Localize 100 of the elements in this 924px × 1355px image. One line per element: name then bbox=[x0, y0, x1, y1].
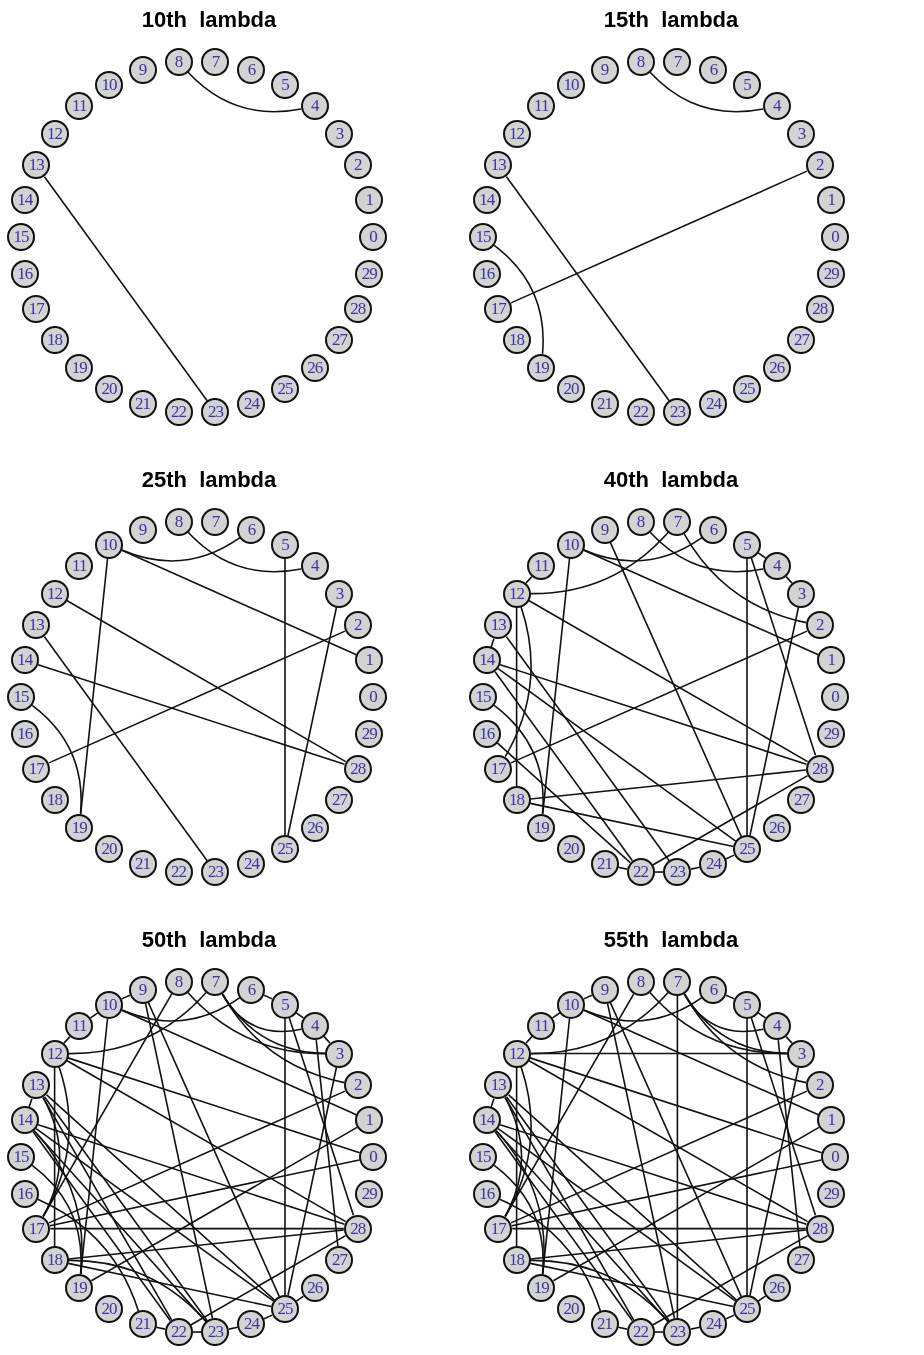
vertex-circle: 21 bbox=[590, 850, 619, 879]
vertex-circle: 7 bbox=[201, 967, 230, 996]
vertex-circle: 10 bbox=[557, 70, 585, 99]
vertex-circle: 6 bbox=[699, 55, 728, 84]
vertex-circle: 27 bbox=[325, 1246, 354, 1275]
edge-line bbox=[529, 1052, 789, 1055]
vertex-circle: 23 bbox=[201, 858, 230, 887]
vertex-circle: 3 bbox=[325, 119, 354, 148]
vertex-circle: 9 bbox=[128, 975, 157, 1004]
edge-line bbox=[750, 1017, 817, 1217]
vertex-circle: 15 bbox=[469, 223, 497, 251]
edge-line bbox=[155, 1326, 166, 1330]
vertex-circle: 4 bbox=[762, 1012, 791, 1041]
vertex-circle: 3 bbox=[325, 1039, 354, 1068]
edge-line bbox=[649, 531, 764, 573]
vertex-circle: 19 bbox=[527, 1273, 556, 1302]
edge-line bbox=[609, 1001, 743, 1298]
vertex-circle: 10 bbox=[557, 990, 585, 1019]
vertex-circle: 3 bbox=[787, 1039, 816, 1068]
panel-title: 10th lambda bbox=[141, 7, 277, 33]
vertex-circle: 13 bbox=[484, 151, 513, 180]
edge-line bbox=[67, 1259, 207, 1323]
vertex-circle: 8 bbox=[164, 47, 193, 76]
edge-line bbox=[67, 991, 207, 1055]
panel-title: 50th lambda bbox=[141, 927, 277, 953]
vertex-circle: 5 bbox=[733, 530, 761, 559]
vertex-circle: 1 bbox=[355, 646, 384, 675]
vertex-circle: 22 bbox=[164, 398, 193, 427]
vertex-circle: 9 bbox=[590, 975, 619, 1004]
vertex-circle: 6 bbox=[699, 975, 728, 1004]
vertex-circle: 12 bbox=[40, 119, 69, 148]
vertex-circle: 17 bbox=[484, 1214, 513, 1243]
vertex-circle: 18 bbox=[502, 1246, 531, 1275]
edge-line bbox=[552, 1126, 820, 1282]
edge-line bbox=[529, 802, 735, 848]
edge-line bbox=[121, 536, 241, 562]
vertex-circle: 0 bbox=[359, 223, 387, 251]
vertex-circle: 8 bbox=[164, 967, 193, 996]
vertex-circle: 19 bbox=[527, 353, 556, 382]
vertex-circle: 16 bbox=[10, 1179, 39, 1208]
vertex-circle: 8 bbox=[626, 967, 655, 996]
vertex-circle: 28 bbox=[805, 294, 834, 323]
vertex-circle: 11 bbox=[527, 92, 556, 121]
edge-line bbox=[505, 1095, 670, 1322]
edge-line bbox=[785, 575, 793, 584]
vertex-circle: 29 bbox=[355, 259, 384, 288]
vertex-circle: 18 bbox=[502, 786, 531, 815]
vertex-circle: 12 bbox=[502, 1039, 531, 1068]
vertex-circle: 22 bbox=[164, 858, 193, 887]
edge-line bbox=[583, 996, 703, 1022]
vertex-circle: 16 bbox=[472, 719, 501, 748]
vertex-circle: 15 bbox=[7, 1143, 35, 1171]
edge-line bbox=[49, 1227, 345, 1230]
edge-line bbox=[749, 606, 800, 837]
vertex-circle: 9 bbox=[128, 515, 157, 544]
vertex-circle: 20 bbox=[557, 1295, 585, 1324]
vertex-circle: 9 bbox=[128, 55, 157, 84]
vertex-circle: 13 bbox=[22, 611, 51, 640]
vertex-circle: 6 bbox=[699, 515, 728, 544]
edge-line bbox=[676, 995, 679, 1319]
edge-line bbox=[287, 606, 338, 837]
edge-line bbox=[263, 1314, 273, 1320]
vertex-circle: 23 bbox=[201, 1318, 230, 1347]
vertex-circle: 26 bbox=[762, 353, 791, 382]
vertex-circle: 5 bbox=[271, 530, 299, 559]
vertex-circle: 25 bbox=[733, 1295, 761, 1324]
vertex-circle: 5 bbox=[271, 70, 299, 99]
edge-line bbox=[606, 1002, 676, 1320]
vertex-circle: 4 bbox=[300, 552, 329, 581]
edge-line bbox=[725, 854, 735, 860]
edge-line bbox=[746, 1017, 748, 1297]
edge-line bbox=[683, 993, 764, 1033]
edge-line bbox=[49, 1159, 361, 1227]
edge-line bbox=[583, 1009, 820, 1116]
vertex-circle: 26 bbox=[300, 353, 329, 382]
vertex-circle: 1 bbox=[817, 186, 846, 215]
vertex-circle: 26 bbox=[762, 813, 791, 842]
vertex-circle: 2 bbox=[343, 611, 372, 640]
vertex-circle: 20 bbox=[95, 1295, 123, 1324]
edge-line bbox=[35, 1127, 275, 1302]
edge-line bbox=[287, 1066, 338, 1297]
edge-line bbox=[529, 1259, 669, 1323]
vertex-circle: 4 bbox=[300, 92, 329, 121]
vertex-circle: 11 bbox=[527, 1012, 556, 1041]
vertex-circle: 12 bbox=[502, 579, 531, 608]
edge-line bbox=[510, 1090, 808, 1224]
edge-line bbox=[525, 575, 533, 584]
vertex-circle: 21 bbox=[590, 1310, 619, 1339]
edge-line bbox=[511, 1159, 823, 1227]
vertex-circle: 21 bbox=[128, 850, 157, 879]
vertex-circle: 6 bbox=[237, 55, 266, 84]
vertex-circle: 6 bbox=[237, 515, 266, 544]
vertex-circle: 27 bbox=[325, 326, 354, 355]
panel-title: 15th lambda bbox=[603, 7, 739, 33]
vertex-circle: 12 bbox=[40, 579, 69, 608]
vertex-circle: 14 bbox=[472, 646, 501, 675]
edge-line bbox=[529, 769, 807, 800]
vertex-circle: 25 bbox=[733, 835, 761, 864]
vertex-circle: 28 bbox=[805, 1214, 834, 1243]
vertex-circle: 22 bbox=[626, 858, 655, 887]
